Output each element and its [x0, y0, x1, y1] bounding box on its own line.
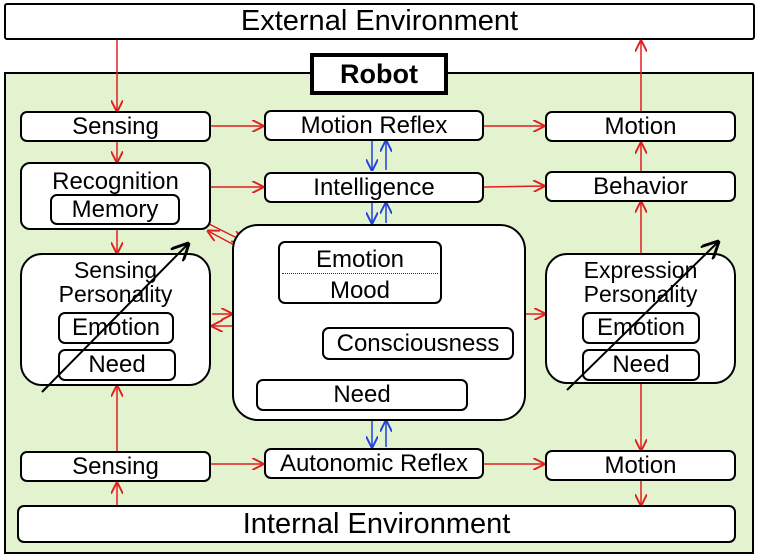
core-emotion-label: Emotion	[315, 246, 405, 273]
sensing-personality-box: Sensing Personality Emotion Need	[20, 253, 211, 386]
expression-need-box: Need	[582, 349, 700, 381]
expression-personality-title-line1: Expression	[583, 257, 698, 283]
emotion-mood-box: Emotion Mood	[278, 241, 442, 304]
arrow-intelligence-to-behavior	[483, 186, 544, 187]
expression-personality-box: Expression Personality Emotion Need	[545, 253, 736, 384]
sensing-box-bottom: Sensing	[20, 451, 211, 482]
sensing-emotion-box: Emotion	[58, 312, 174, 344]
sensing-personality-diagonal-arrow	[41, 244, 188, 393]
sensing-personality-title-line1: Sensing	[73, 257, 158, 283]
sensing-need-box: Need	[58, 349, 176, 381]
intelligence-box: Intelligence	[264, 172, 484, 203]
autonomic-reflex-box: Autonomic Reflex	[264, 448, 484, 479]
external-environment-box: External Environment	[4, 3, 755, 40]
consciousness-box: Consciousness	[322, 327, 514, 360]
robot-title: Robot	[310, 53, 448, 95]
motion-reflex-box: Motion Reflex	[264, 110, 484, 141]
core-block: Emotion Mood Consciousness Need	[232, 224, 526, 421]
memory-box: Memory	[50, 194, 180, 225]
recognition-label: Recognition	[52, 168, 179, 195]
sensing-box-top: Sensing	[20, 111, 211, 142]
core-need-box: Need	[256, 379, 468, 411]
motion-box-bottom: Motion	[545, 450, 736, 481]
expression-personality-diagonal-arrow	[566, 242, 718, 391]
expression-personality-title-line2: Personality	[583, 281, 698, 307]
behavior-box: Behavior	[545, 171, 736, 202]
core-mood-label: Mood	[329, 277, 391, 304]
internal-environment-box: Internal Environment	[17, 505, 736, 543]
recognition-box: Recognition Memory	[20, 162, 211, 230]
emotion-mood-divider	[282, 273, 438, 274]
motion-box-top: Motion	[545, 111, 736, 142]
